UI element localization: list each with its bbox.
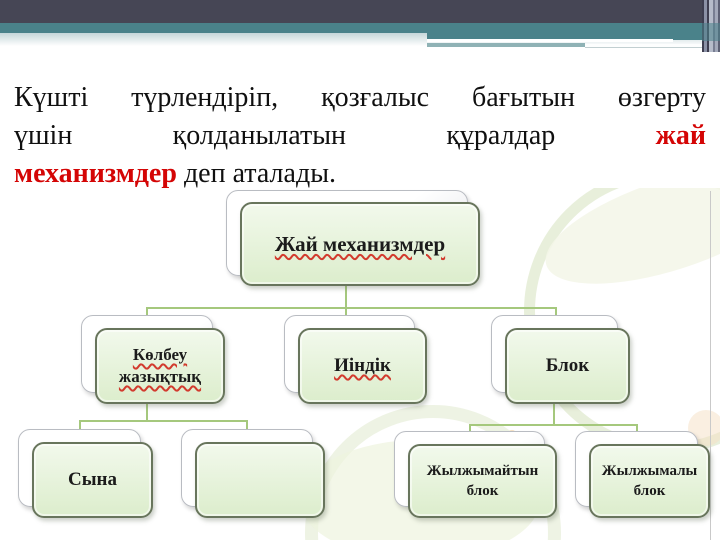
- node-lever: Иіндік: [298, 328, 427, 404]
- node-inclined-plane: Көлбеу жазықтық: [95, 328, 225, 404]
- node-root: Жай механизмдер: [240, 202, 480, 286]
- paragraph-line-1-text: Күшті түрлендіріп, қозғалыс бағытын өзге…: [14, 82, 706, 113]
- hierarchy-diagram: Жай механизмдер Көлбеу жазықтық Иіндік Б…: [0, 188, 720, 540]
- definition-paragraph: Күшті түрлендіріп, қозғалыс бағытын өзге…: [14, 79, 706, 193]
- connector-blok-bus: [469, 424, 638, 426]
- paragraph-line-3-text: деп аталады.: [176, 158, 337, 189]
- header-grey-accent-line: [427, 43, 585, 47]
- header-teal-bar: [0, 23, 720, 33]
- node-fixed-block-label: Жылжымайтын блок: [426, 462, 539, 499]
- connector-level1-bus: [146, 307, 557, 309]
- connector-stub-syna: [79, 420, 81, 431]
- connector-blok-trunk: [553, 404, 555, 426]
- node-inclined-plane-label: Көлбеу жазықтық: [118, 344, 202, 386]
- connector-kolbeu-trunk: [146, 404, 148, 422]
- node-wedge: Сына: [32, 442, 153, 518]
- node-movable-block-label: Жылжымалы блок: [601, 462, 698, 499]
- keyword-mekhanizmder: механизмдер: [14, 158, 177, 189]
- header-corner-stripes-teal: [702, 23, 720, 41]
- paragraph-line-3: механизмдер деп аталады.: [14, 155, 706, 193]
- header-white-accent-line-2: [585, 44, 712, 48]
- paragraph-line-2: үшін қолданылатын құралдар жай: [14, 117, 706, 155]
- connector-stub-movable-block: [636, 424, 638, 433]
- node-fixed-block: Жылжымайтын блок: [408, 444, 557, 518]
- connector-stub-fixed-block: [469, 424, 471, 433]
- node-lever-label: Иіндік: [334, 355, 391, 376]
- node-movable-block: Жылжымалы блок: [589, 444, 710, 518]
- connector-root-trunk: [345, 286, 347, 309]
- node-block-label: Блок: [545, 355, 590, 376]
- paragraph-line-1: Күшті түрлендіріп, қозғалыс бағытын өзге…: [14, 79, 706, 117]
- connector-stub-buranda: [246, 420, 248, 431]
- header-navy-bar: [0, 0, 720, 23]
- connector-stub-iindik: [345, 307, 347, 319]
- node-root-label: Жай механизмдер: [274, 231, 446, 256]
- connector-stub-blok: [555, 307, 557, 319]
- connector-stub-kolbeu: [146, 307, 148, 319]
- header-teal-right-segment: [427, 33, 720, 40]
- diagram-right-edge-line: [710, 191, 711, 540]
- node-wedge-label: Сына: [67, 469, 117, 490]
- header-white-accent-line: [427, 39, 673, 42]
- keyword-zhai: жай: [655, 120, 706, 151]
- node-screw: [195, 442, 325, 518]
- paragraph-line-2-text: үшін қолданылатын құралдар: [14, 120, 656, 151]
- node-block: Блок: [505, 328, 630, 404]
- connector-kolbeu-bus: [79, 420, 248, 422]
